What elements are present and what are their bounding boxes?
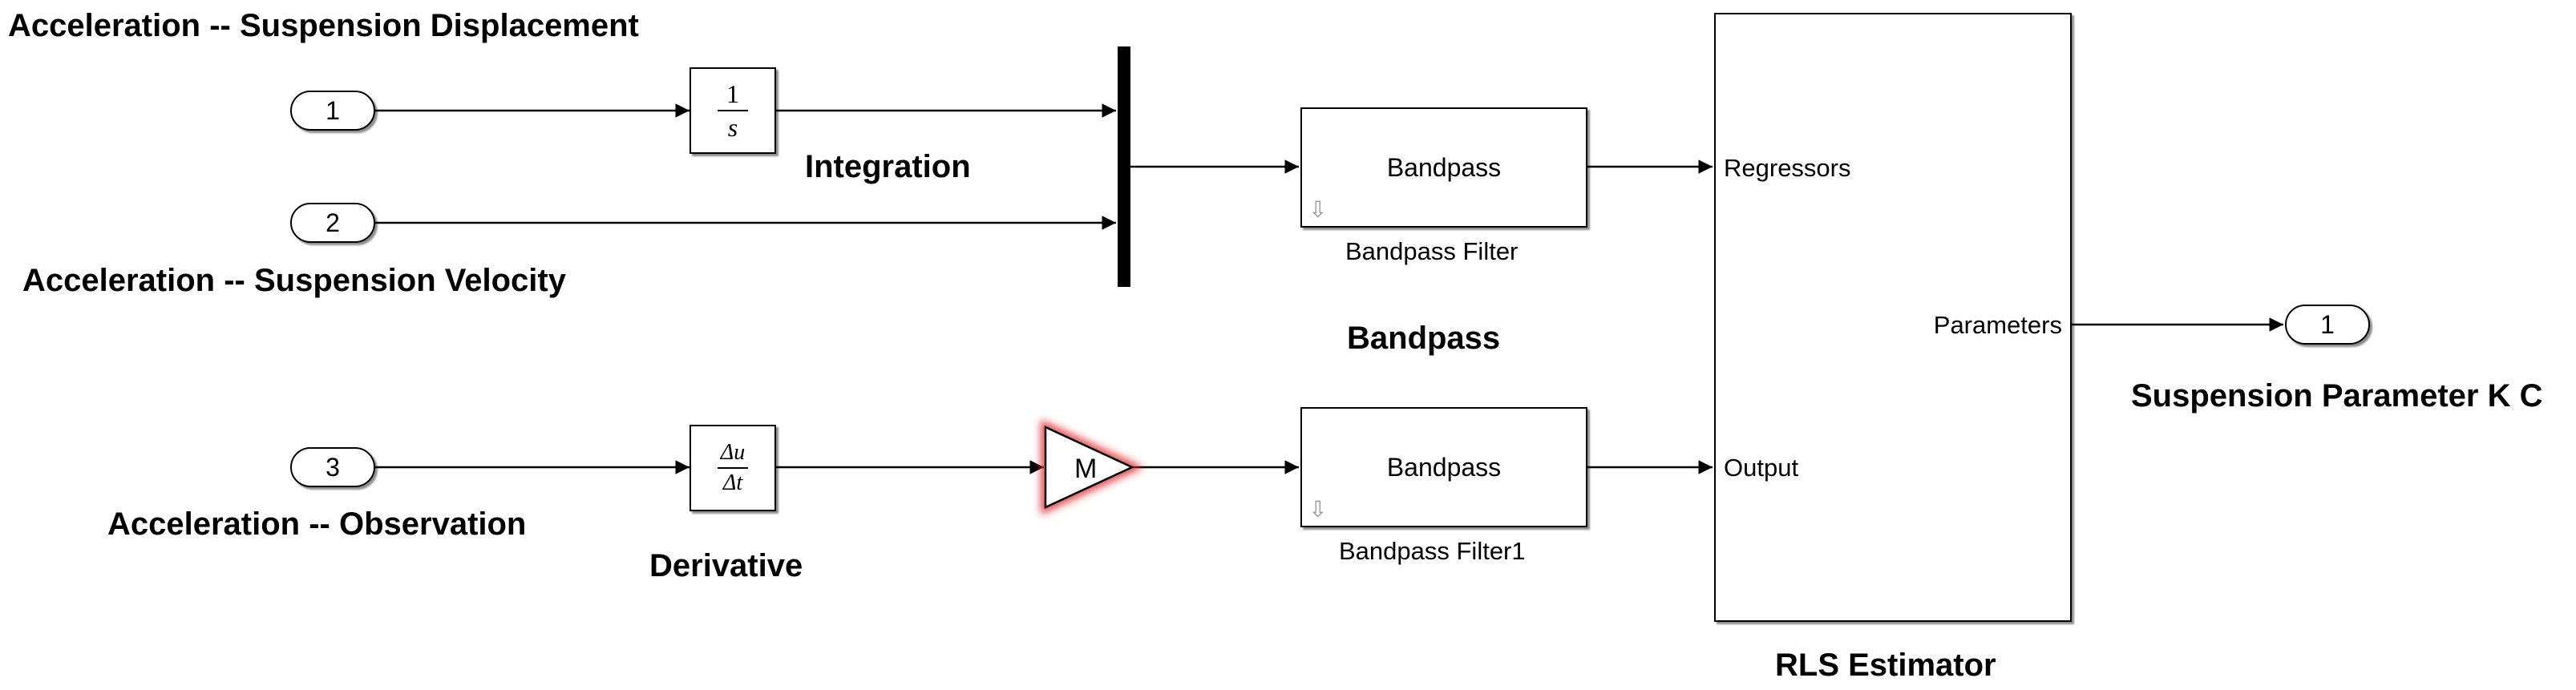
derivative-fraction-bar [718,467,748,469]
integrator-label: Integration [805,149,971,184]
bandpass-filter-name: Bandpass Filter [1345,237,1519,265]
outport-1-number: 1 [2320,309,2335,339]
integrator-numerator: 1 [726,79,739,108]
mux-block[interactable] [1118,46,1130,287]
derivative-numerator: Δu [720,440,746,465]
integrator-block[interactable]: 1 s [689,67,776,154]
inport-2-label: Acceleration -- Suspension Velocity [22,263,566,298]
rls-output-port: Output [1724,454,1799,482]
bandpass-filter1-block[interactable]: Bandpass ⇩ [1300,407,1587,527]
derivative-block[interactable]: Δu Δt [689,425,776,511]
bandpass-filter-block[interactable]: Bandpass ⇩ [1300,107,1587,228]
inport-3[interactable]: 3 [290,447,375,487]
rls-estimator-label: RLS Estimator [1775,648,1996,683]
integrator-denominator: s [727,113,738,142]
bandpass-area-label: Bandpass [1347,321,1501,356]
outport-1-label: Suspension Parameter K C [2131,378,2543,414]
derivative-denominator: Δt [722,470,743,495]
down-arrow-icon: ⇩ [1308,497,1328,522]
inport-3-number: 3 [326,452,340,482]
inport-1[interactable]: 1 [290,91,375,131]
gain-block[interactable] [1044,426,1134,509]
inport-1-number: 1 [326,95,340,125]
inport-1-label: Acceleration -- Suspension Displacement [8,8,639,43]
inport-2[interactable]: 2 [290,203,375,243]
derivative-label: Derivative [649,548,803,583]
down-arrow-icon: ⇩ [1308,197,1328,222]
gain-text: M [1074,454,1097,484]
integrator-fraction-bar [718,110,748,111]
rls-parameters-port: Parameters [1933,311,2062,339]
outport-1[interactable]: 1 [2285,305,2370,345]
bandpass-filter1-text: Bandpass [1386,452,1502,482]
bandpass-filter-text: Bandpass [1386,152,1502,182]
integrator-fraction: 1 s [718,81,748,140]
inport-2-number: 2 [326,208,340,237]
bandpass-filter1-name: Bandpass Filter1 [1339,537,1526,565]
rls-regressors-port: Regressors [1724,154,1851,182]
derivative-fraction: Δu Δt [718,442,748,494]
inport-3-label: Acceleration -- Observation [107,506,527,542]
rls-estimator-block[interactable]: Regressors Output Parameters [1714,13,2072,622]
